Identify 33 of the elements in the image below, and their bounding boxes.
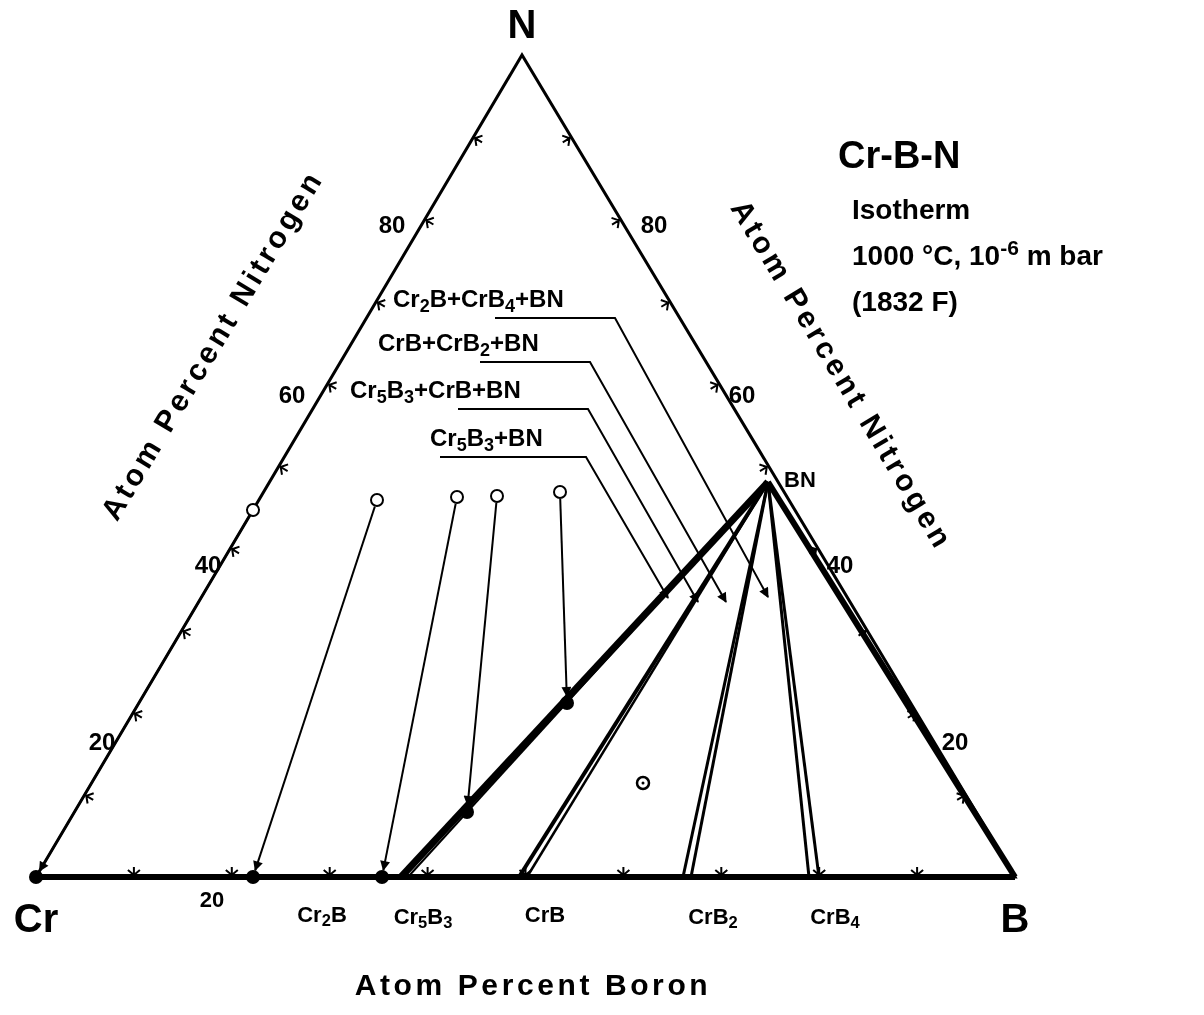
- phase-label: CrB: [524, 904, 566, 926]
- condition-note: Isotherm: [852, 196, 971, 224]
- axis-tick-label: 20: [88, 730, 116, 754]
- leader-arrow: [439, 456, 669, 599]
- leader-arrow: [479, 361, 727, 603]
- diagram-title: Cr-B-N: [838, 133, 961, 178]
- leader-arrow: [494, 317, 769, 598]
- phase-label: Cr$_{2}$B: [297, 904, 347, 926]
- arrow: [38, 515, 251, 872]
- axis-tick-label: 80: [378, 213, 406, 237]
- axis-tick-label: 20: [199, 889, 225, 911]
- phase-field-label: CrB+CrB$_{2}$+BN: [378, 328, 539, 358]
- arrow: [380, 502, 457, 872]
- vertex-label: B: [1000, 898, 1030, 938]
- phase-field-label: Cr$_{2}$B+CrB$_{4}$+BN: [393, 284, 564, 314]
- leader-arrow: [457, 408, 699, 603]
- arrow: [559, 498, 572, 697]
- phase-field-label: Cr$_{5}$B$_{3}$+CrB+BN: [350, 375, 521, 405]
- phase-label: CrB$_{4}$: [810, 906, 860, 928]
- axis-tick-label: 20: [941, 730, 969, 754]
- condition-note: 1000 °C, 10$^{-6}$ m bar: [852, 242, 1103, 270]
- axis-tick-label: 60: [278, 383, 306, 407]
- arrow: [253, 505, 376, 872]
- phase-label: BN: [784, 469, 816, 491]
- phase-label: CrB$_{2}$: [688, 906, 738, 928]
- axis-tick-label: 80: [640, 213, 668, 237]
- axis-title: Atom Percent Boron: [354, 970, 712, 1000]
- vertex-label: Cr: [13, 898, 59, 938]
- axis-tick-label: 40: [826, 553, 854, 577]
- vertex-label: N: [507, 4, 537, 44]
- axis-tick-label: 60: [728, 383, 756, 407]
- phase-label: Cr$_{5}$B$_{3}$: [393, 906, 453, 928]
- phase-field-label: Cr$_{5}$B$_{3}$+BN: [430, 423, 543, 453]
